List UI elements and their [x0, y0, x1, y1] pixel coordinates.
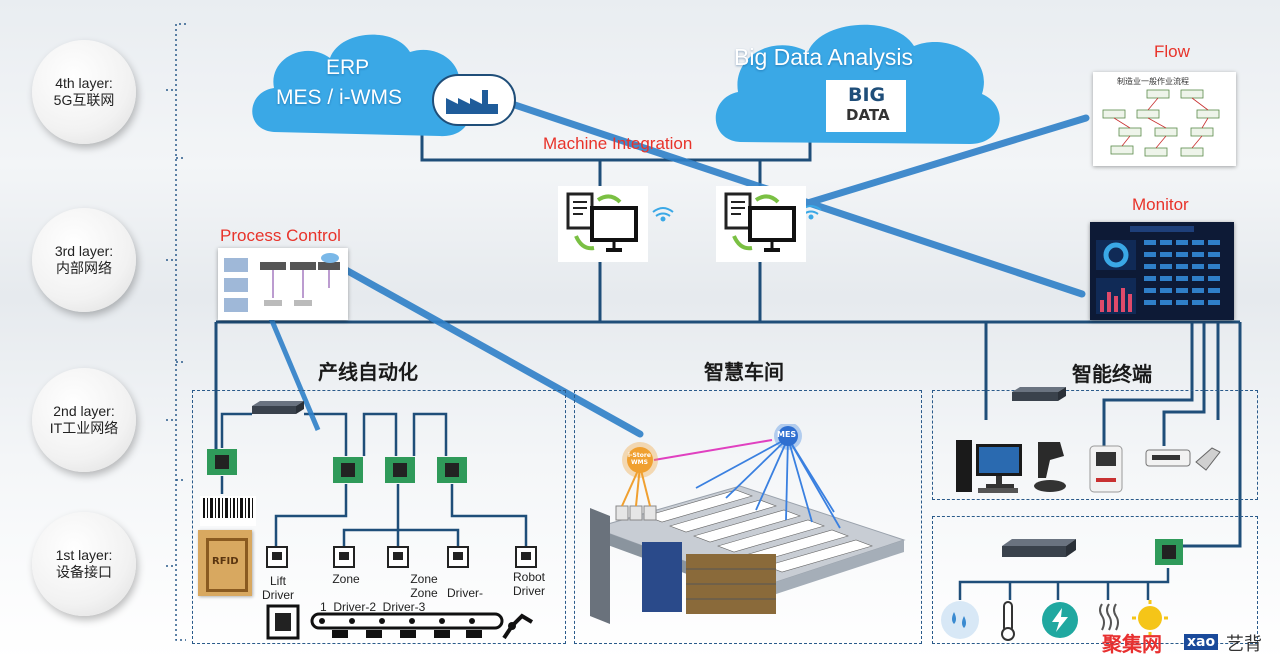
- layer-4-title: 4th layer:: [55, 75, 113, 91]
- smart-workshop-box: [574, 390, 922, 644]
- heat-wave-icon: [1099, 603, 1119, 631]
- flow-chart-diagram: [1102, 89, 1220, 157]
- driver-numbers-label: 1 Driver-2 Driver-3: [320, 600, 426, 614]
- mes-badge: MES: [777, 430, 797, 439]
- flow-chart-title: 制造业一般作业流程: [1117, 77, 1189, 86]
- integration-computer-icon-2: [716, 186, 806, 262]
- lightning-icon: [1042, 602, 1078, 638]
- thermometer-icon: [1001, 601, 1015, 641]
- smart-terminal-title: 智能终端: [1072, 362, 1152, 386]
- sensor-box: [932, 516, 1258, 644]
- layer-3-subtitle: 内部网络: [56, 260, 112, 276]
- conveyor-line-icon: [266, 604, 534, 640]
- barcode-icon: [200, 496, 256, 526]
- layer-2-title: 2nd layer:: [53, 403, 115, 419]
- ethernet-port-icon: [515, 546, 537, 568]
- desktop-computer-icon: [956, 440, 1022, 493]
- layer-2-subtitle: IT工业网络: [49, 420, 119, 436]
- layer-1-circle: 1st layer: 设备接口: [32, 512, 136, 616]
- ethernet-port-icon: [387, 546, 409, 568]
- layer-2-circle: 2nd layer: IT工业网络: [32, 368, 136, 472]
- ethernet-port-icon: [447, 546, 469, 568]
- dashboard-graphics: [1096, 226, 1220, 314]
- bigdata-logo-big: BIG: [848, 84, 886, 106]
- flow-chart-card: 制造业一般作业流程: [1093, 72, 1236, 166]
- smart-warehouse-illustration: [590, 424, 906, 624]
- network-switch-icon: [1002, 539, 1076, 557]
- plc-chip-icon: [333, 457, 363, 483]
- line-automation-title: 产线自动化: [318, 360, 418, 384]
- plc-chip-icon: [385, 457, 415, 483]
- erp-cloud: [252, 34, 470, 137]
- driver-dash-label: Driver-: [447, 586, 483, 600]
- bigdata-logo-data: DATA: [846, 106, 890, 124]
- zone-zone-label: Zone Zone: [410, 572, 438, 600]
- monitor-dashboard: [1090, 222, 1234, 320]
- robot-driver-label: Robot Driver: [512, 570, 546, 598]
- network-switch-icon: [1012, 387, 1066, 401]
- plc-chip-icon: [1155, 539, 1183, 565]
- card-reader-icon: [1089, 445, 1123, 493]
- lift-driver-label: Lift Driver: [262, 574, 294, 602]
- layer-1-subtitle: 设备接口: [56, 564, 112, 580]
- handheld-scanner-icon: [1145, 447, 1221, 471]
- plc-chip-icon: [207, 449, 237, 475]
- water-drop-icon: [941, 601, 979, 639]
- watermark-suffix: 艺背: [1226, 634, 1262, 655]
- ethernet-port-icon: [266, 546, 288, 568]
- barcode-scanner-icon: [1034, 442, 1066, 492]
- ethernet-port-icon: [333, 546, 355, 568]
- smart-terminal-box: [932, 390, 1258, 500]
- layer-4-circle: 4th layer: 5G互联网: [32, 40, 136, 144]
- plc-chip-icon: [437, 457, 467, 483]
- zone-label: Zone: [332, 572, 360, 586]
- watermark-logo: xao: [1184, 634, 1219, 650]
- bigdata-logo: BIG DATA: [826, 80, 906, 132]
- layer-3-title: 3rd layer:: [54, 243, 114, 259]
- layer-4-subtitle: 5G互联网: [53, 92, 115, 108]
- erp-label: ERP: [326, 56, 370, 79]
- rfid-label: RFID: [212, 556, 239, 567]
- wifi-icon: [652, 205, 822, 222]
- process-control-diagram: [224, 253, 340, 312]
- process-control-card: [218, 248, 348, 320]
- sun-icon: [1132, 600, 1168, 636]
- mes-wms-label: MES / i-WMS: [276, 86, 402, 109]
- process-control-label: Process Control: [220, 226, 341, 245]
- network-switch-icon: [252, 401, 304, 414]
- rfid-tag-icon: RFID: [198, 530, 252, 596]
- layer-1-title: 1st layer:: [55, 547, 113, 563]
- watermark-text: 聚集网: [1102, 632, 1162, 656]
- layer-3-circle: 3rd layer: 内部网络: [32, 208, 136, 312]
- integration-computer-icon-1: [558, 186, 648, 262]
- wms-badge: i-Store WMS: [628, 452, 651, 466]
- factory-icon: [432, 74, 516, 126]
- smart-workshop-title: 智慧车间: [704, 360, 784, 384]
- monitor-label: Monitor: [1132, 195, 1189, 214]
- flow-label: Flow: [1154, 42, 1190, 61]
- line-automation-box: [192, 390, 566, 644]
- layer-bracket: [166, 23, 186, 641]
- machine-integration-label: Machine Integration: [543, 134, 693, 153]
- bigdata-title: Big Data Analysis: [734, 44, 913, 70]
